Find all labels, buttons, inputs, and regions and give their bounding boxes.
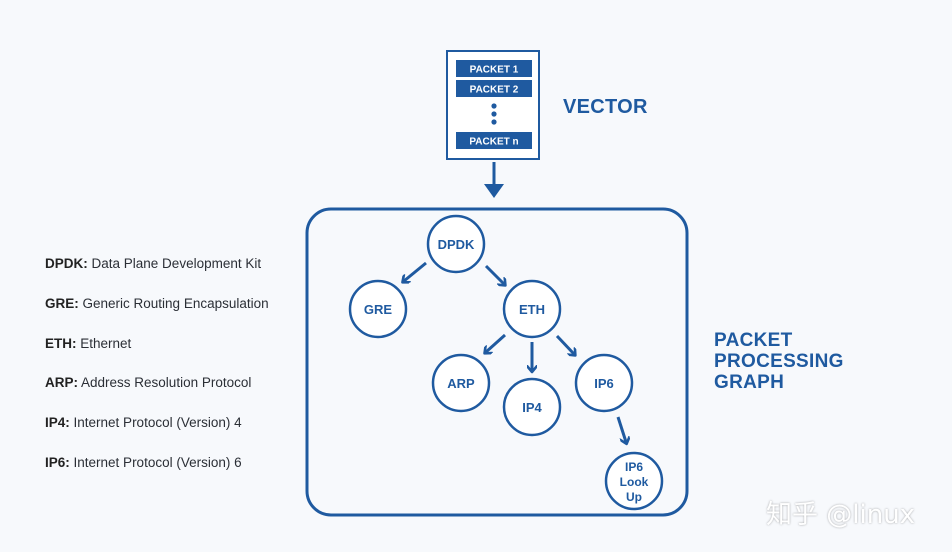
node-gre [348,279,408,339]
graph-title-line: PROCESSING [714,351,844,372]
node-ip4-label: IP4 [522,400,542,415]
node-ip6 [574,353,634,413]
node-labels: DPDK GRE ETH ARP IP4 IP6 IP6 Look Up [364,237,649,504]
graph-nodes [348,214,664,511]
legend-text: Internet Protocol (Version) 6 [73,454,242,470]
packet-n-label: PACKET n [469,137,518,148]
node-gre-label: GRE [364,302,393,317]
graph-title-line: PACKET [714,330,793,351]
graph-title: PACKET PROCESSING GRAPH [714,330,844,393]
node-ip6-label: IP6 [594,376,614,391]
legend-text: Address Resolution Protocol [81,375,252,391]
legend-item-ip6: IP6: Internet Protocol (Version) 6 [45,455,269,495]
ellipsis-dot [491,119,497,125]
node-ip4 [502,377,562,437]
legend-text: Data Plane Development Kit [91,256,262,271]
legend-abbr: GRE: [45,295,79,311]
graph-edges [404,261,626,442]
packet-2-label: PACKET 2 [470,85,519,96]
node-ip6-lookup-label-3: Up [626,490,642,504]
edge-dpdk-eth [484,264,504,284]
legend-text: Ethernet [80,335,132,351]
legend-item-gre: GRE: Generic Routing Encapsulation [45,296,269,336]
node-arp [431,353,491,413]
edge-ip6-lookup [616,416,626,442]
graph-container [305,207,689,517]
packet-1 [456,60,532,77]
packet-n [456,132,532,149]
legend-text: Internet Protocol (Version) 4 [73,415,242,431]
legend: DPDK: Data Plane Development Kit GRE: Ge… [45,256,269,495]
vector-to-graph-arrow [484,162,504,198]
packet-2 [456,80,532,97]
ellipsis-dot [491,111,497,117]
packet-1-label: PACKET 1 [470,65,519,76]
ellipsis-dot [491,103,497,109]
legend-abbr: DPDK: [45,256,88,271]
node-ip6-lookup-label-2: Look [620,475,649,489]
node-ip6-lookup [604,451,664,511]
edge-eth-ip6 [555,334,574,354]
node-eth [502,279,562,339]
legend-item-dpdk: DPDK: Data Plane Development Kit [45,256,269,296]
node-dpdk-label: DPDK [438,237,475,252]
vector-box: PACKET 1 PACKET 2 PACKET n [446,50,540,160]
node-dpdk [426,214,486,274]
legend-abbr: ARP: [45,375,78,391]
legend-item-ip4: IP4: Internet Protocol (Version) 4 [45,415,269,455]
edge-eth-arp [486,333,507,352]
edge-dpdk-gre [404,261,427,281]
node-arp-label: ARP [447,376,475,391]
legend-abbr: ETH: [45,335,77,351]
vector-title: VECTOR [563,96,648,118]
watermark: 知乎 @linux [766,500,916,530]
legend-abbr: IP6: [45,454,70,470]
legend-item-arp: ARP: Address Resolution Protocol [45,375,269,415]
node-ip6-lookup-label-1: IP6 [625,460,643,474]
graph-title-line: GRAPH [714,372,785,393]
node-eth-label: ETH [519,302,545,317]
legend-abbr: IP4: [45,415,70,431]
legend-item-eth: ETH: Ethernet [45,336,269,376]
legend-text: Generic Routing Encapsulation [82,295,269,311]
